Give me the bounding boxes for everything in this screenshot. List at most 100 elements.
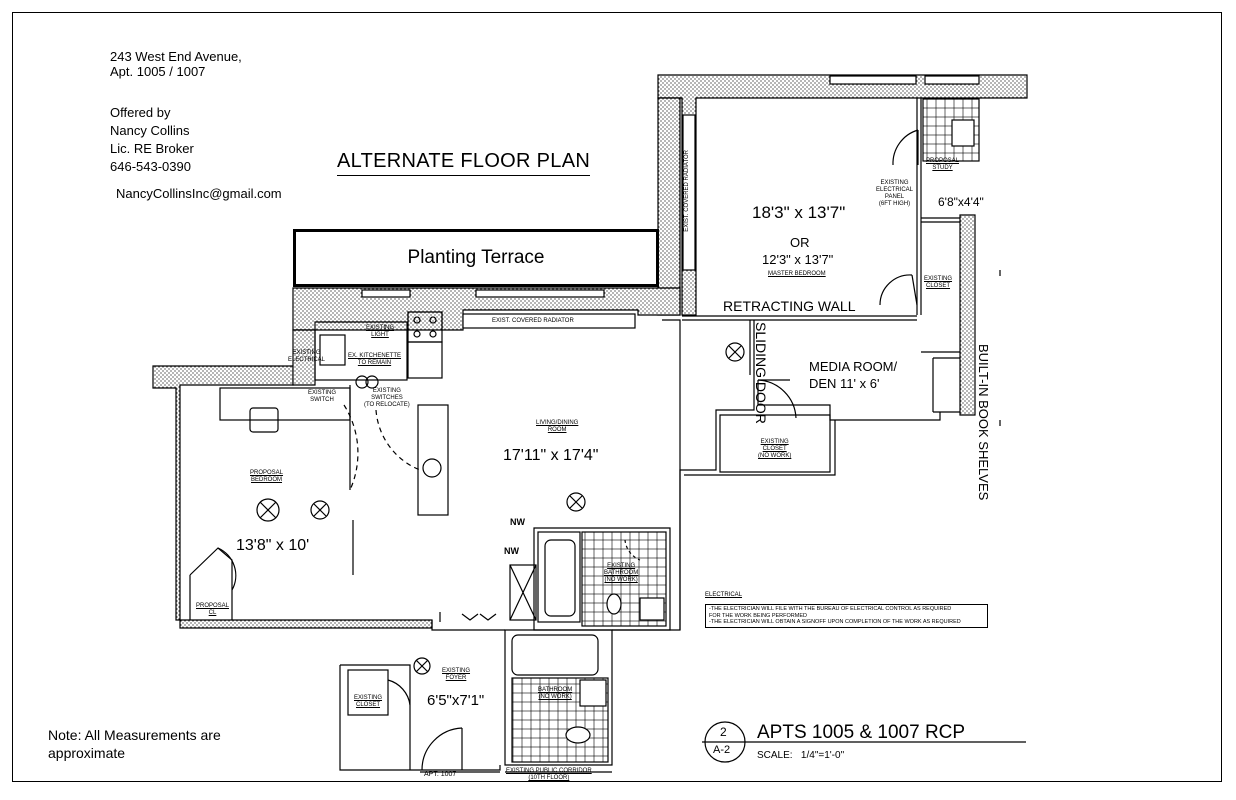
existing-switch-1: EXISTING [308,390,337,396]
electrical-line-3: -THE ELECTRICIAN WILL OBTAIN A SIGNOFF U… [709,619,961,625]
broker-license: Lic. RE Broker [110,141,194,156]
bedroom-label-2: BEDROOM [251,477,283,483]
radiator-side [682,114,696,271]
study-label-1: PROPOSAL [926,158,960,164]
radiator-side-label: EXIST. COVERED RADIATOR [684,150,690,232]
built-in-2: BOOK SHELVES [976,400,991,501]
existing-switches-2: SWITCHES [371,395,403,401]
wall-terrace-strip [292,287,681,331]
existing-electrical-label: EXISTING ELECTRICAL [288,350,325,364]
master-or: OR [790,235,810,250]
bathtub-2 [511,634,599,676]
window-2 [924,75,980,85]
proposal-cl-1: PROPOSAL [196,603,230,609]
kitchen-door-swing [375,409,421,471]
panel-label-3: PANEL [884,194,905,200]
existing-elec-2: ELECTRICAL [288,357,326,363]
chair [249,407,279,433]
bookshelves-label: BUILT-IN BOOK SHELVES [975,344,992,500]
radiator-top-label: EXIST. COVERED RADIATOR [492,318,574,324]
living-dim: 17'11" x 17'4" [503,447,599,464]
broker-name: Nancy Collins [110,123,190,138]
bathroom-1-wall [533,527,671,631]
radiator-top [462,313,636,329]
kitchenette-counter [314,321,408,381]
bath1-label-3: (NO WORK) [604,577,638,583]
existing-switches-label: EXISTING SWITCHES (TO RELOCATE) [364,388,410,409]
left-closet [347,669,389,716]
study-label: PROPOSAL STUDY [926,158,959,172]
existing-light-1: EXISTING [366,325,395,331]
bathroom-2-wall [504,629,613,766]
electrical-notes: -THE ELECTRICIAN WILL FILE WITH THE BURE… [705,604,988,628]
panel-label-2: ELECTRICAL [876,187,914,193]
media-room-2: DEN 11' x 6' [809,376,880,391]
foyer-label-1: EXISTING [442,668,471,674]
bath2-label-2: (NO WORK) [538,694,572,700]
bedroom-label-1: PROPOSAL [250,470,284,476]
electrical-panel-label: EXISTING ELECTRICAL PANEL (6FT HIGH) [876,180,913,208]
panel-label-1: EXISTING [880,180,909,186]
electrical-line-1: -THE ELECTRICIAN WILL FILE WITH THE BURE… [709,606,952,612]
planting-terrace: Planting Terrace [293,229,659,287]
foyer-label-2: FOYER [445,675,467,681]
proposal-cl-2: CL [208,610,217,616]
nw-label-2: NW [504,546,519,556]
existing-closet-right: EXISTING CLOSET [924,276,952,290]
media-room-1: MEDIA ROOM/ [809,359,898,374]
drawing-border [12,12,1222,782]
shower [509,564,537,621]
proposal-closet-label: PROPOSAL CL [196,603,229,617]
foyer-walls [339,620,505,771]
study-dim: 6'8"x4'4" [938,195,984,209]
detail-circle [704,721,746,763]
closet-right-2: CLOSET [926,283,951,289]
living-label-2: ROOM [547,427,567,433]
existing-light-label: EXISTING LIGHT [366,325,394,339]
address-line-2: Apt. 1005 / 1007 [110,63,206,79]
toilet-1 [606,593,622,615]
existing-light-2: LIGHT [371,332,389,338]
master-bedroom-label: MASTER BEDROOM [768,271,826,277]
closet-door-swing [387,679,411,706]
bathtub-1 [544,539,576,617]
closet-nw-1: EXISTING [760,439,789,445]
closet-nw-3: (NO WORK) [758,453,792,459]
closet-no-work: EXISTING CLOSET (NO WORK) [758,439,791,460]
wall-right-outer [959,214,976,416]
detail-number: 2 [720,725,727,739]
closet-nw-2: CLOSET [762,446,787,452]
electrical-heading: ELECTRICAL [705,592,743,598]
plan-title: ALTERNATE FLOOR PLAN [337,150,591,176]
broker-block: Offered by Nancy Collins Lic. RE Broker … [110,104,194,176]
bathroom-1-label: EXISTING BATHROOM (NO WORK) [604,563,638,584]
nw-label-1: NW [510,517,525,527]
address-line-1: 243 West End Avenue, [110,49,242,64]
corridor-label: EXISTING PUBLIC CORRIDOR (10TH FLOOR) [506,768,592,782]
rcp-title: APTS 1005 & 1007 RCP [757,722,966,743]
sheet-number: A-2 [713,744,731,756]
left-closet-label: EXISTING CLOSET [354,695,382,709]
living-room-label: LIVING/DINING ROOM [536,420,578,434]
kitchenette-2: TO REMAIN [357,360,392,366]
corridor-2: (10TH FLOOR) [528,775,570,781]
bath1-label-1: EXISTING [607,563,636,569]
closet-right-1: EXISTING [924,276,953,282]
built-in-1: BUILT-IN [976,344,991,397]
broker-email: NancyCollinsInc@gmail.com [116,186,282,201]
measurement-note: Note: All Measurements are approximate [48,726,221,762]
closet-left-2: CLOSET [356,702,381,708]
sliding-door-2: DOOR [753,381,769,424]
offered-by: Offered by [110,105,171,120]
bath1-label-2: BATHROOM [604,570,639,576]
scale-value: 1/4"=1'-0" [800,750,845,761]
bedroom-door-swing [343,404,359,491]
window-3 [361,289,411,298]
panel-door [892,129,919,166]
kitchen-island [417,404,449,516]
corridor-1: EXISTING PUBLIC CORRIDOR [506,768,592,774]
apt-label: APT. 1007 [424,771,457,778]
master-dim-2: 12'3" x 13'7" [762,252,834,267]
sliding-door-swing [757,379,797,419]
